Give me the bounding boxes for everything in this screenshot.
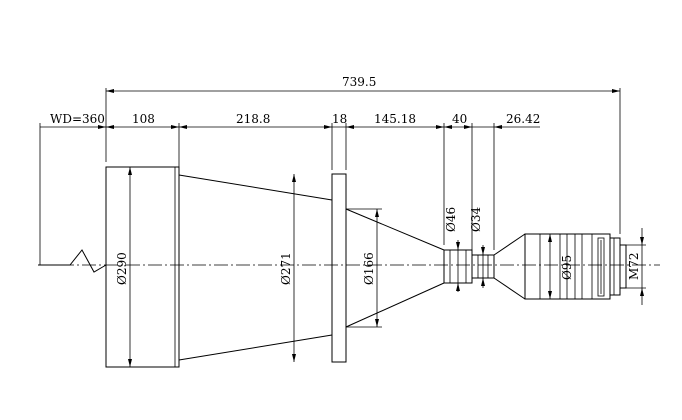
diameter-166-label: Ø166 [362, 252, 376, 285]
segment-218-label: 218.8 [236, 112, 270, 126]
thread-m72-label: M72 [627, 252, 641, 280]
break-symbol [38, 249, 107, 273]
segment-40-label: 40 [452, 112, 467, 126]
segment-108-label: 108 [132, 112, 155, 126]
diameter-dimensions [128, 167, 646, 367]
diameter-34-label: Ø34 [469, 207, 483, 232]
diameter-95-label: Ø95 [560, 255, 574, 280]
diameter-46-label: Ø46 [444, 207, 458, 232]
diameter-271-label: Ø271 [279, 252, 293, 285]
working-distance-label: WD=360 [50, 112, 105, 126]
total-length-label: 739.5 [342, 75, 376, 89]
top-dimensions [39, 88, 621, 265]
segment-26-label: 26.42 [506, 112, 540, 126]
segment-18-label: 18 [332, 112, 347, 126]
diameter-290-label: Ø290 [115, 252, 129, 285]
segment-145-label: 145.18 [374, 112, 416, 126]
